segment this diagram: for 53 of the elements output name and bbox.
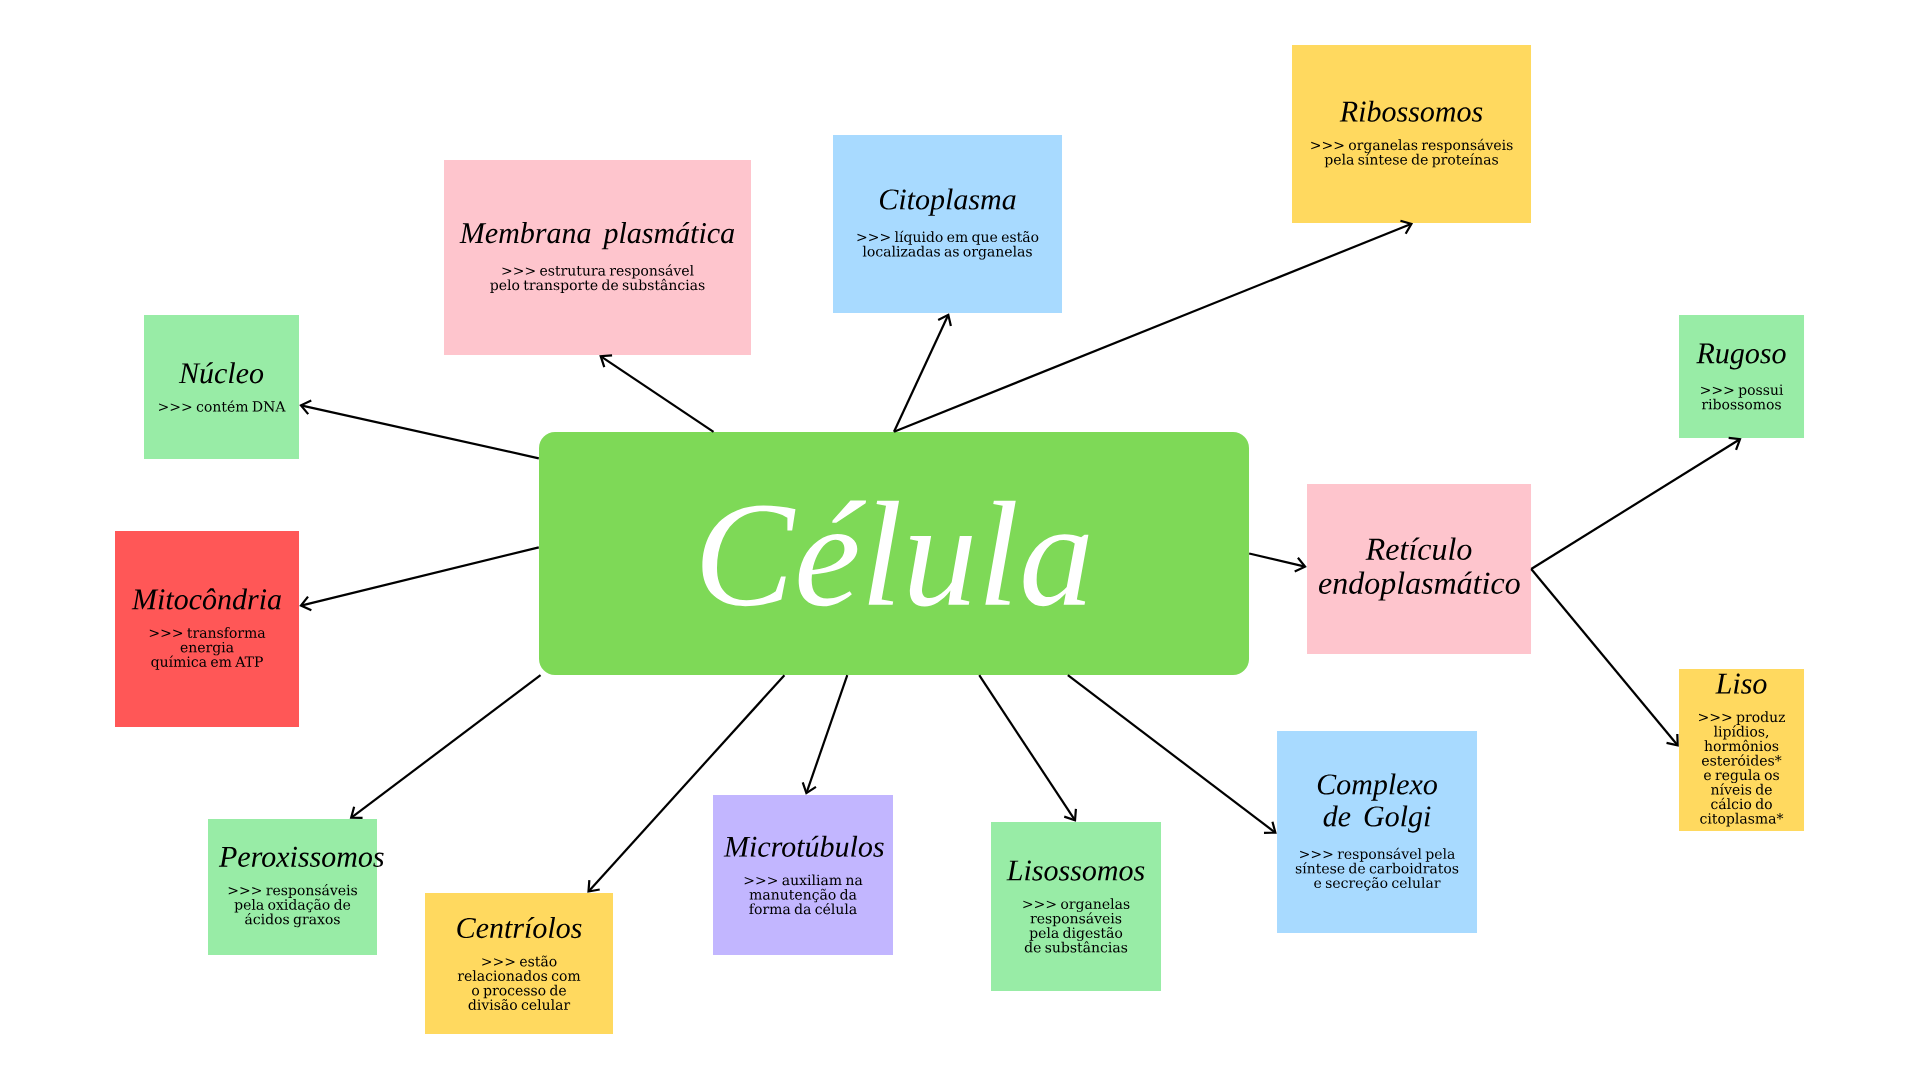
note-box bbox=[115, 531, 299, 727]
arrow bbox=[1248, 552, 1307, 573]
arrow bbox=[299, 546, 540, 612]
box-title: Complexo de Golgi bbox=[1317, 773, 1437, 833]
description: >>> estrutura responsável pelo transporte de substâncias bbox=[490, 264, 705, 293]
note-box bbox=[833, 135, 1062, 313]
note-box bbox=[713, 795, 893, 955]
arrow bbox=[1067, 674, 1277, 834]
description: >>> responsável pela síntese de carboidratos e secreção celular bbox=[1295, 847, 1459, 891]
description: >>> estão relacionados com o processo de divisão celular bbox=[457, 955, 581, 1011]
box-title: Mitocôndria bbox=[131, 588, 281, 610]
arrow bbox=[299, 399, 540, 460]
note-box bbox=[208, 819, 384, 955]
arrow bbox=[1530, 436, 1742, 570]
description: >>> produz lipídios, hormônios esteróides* e regula os níveis de cálcio do citoplasma* bbox=[1699, 711, 1785, 827]
box-title: Liso bbox=[1715, 673, 1767, 694]
note-box bbox=[1679, 315, 1804, 438]
description: >>> auxiliam na manutenção da forma da célula bbox=[744, 874, 863, 915]
box-title: Núcleo bbox=[178, 362, 264, 384]
arrow bbox=[801, 674, 849, 795]
box-title: Peroxissomos bbox=[218, 846, 384, 867]
box-title: Microtúbulos bbox=[723, 835, 884, 857]
box-title: Ribossomos bbox=[1339, 100, 1483, 122]
title-box bbox=[539, 432, 1249, 675]
arrow bbox=[1530, 568, 1679, 747]
note-box bbox=[1292, 45, 1531, 223]
arrow bbox=[893, 219, 1414, 433]
description: >>> transforma energia química em ATP bbox=[149, 627, 266, 670]
note-box bbox=[1277, 731, 1477, 933]
description: >>> possui ribossomos bbox=[1701, 384, 1784, 410]
box-title: Citoplasma bbox=[880, 188, 1016, 216]
note-box bbox=[1307, 484, 1531, 654]
box-title: Membrana plasmática bbox=[459, 222, 734, 250]
box-title: Retículo endoplasmático bbox=[1319, 537, 1520, 601]
box-title: Centríolos bbox=[457, 917, 582, 939]
heading: Célula bbox=[702, 500, 1089, 607]
arrow bbox=[893, 313, 952, 433]
note-box bbox=[425, 893, 613, 1034]
note-box bbox=[1679, 669, 1804, 831]
note-box bbox=[444, 160, 751, 355]
description: >>> líquido em que estão localizadas as organelas bbox=[857, 230, 1039, 260]
arrow bbox=[587, 674, 786, 893]
note-box bbox=[144, 315, 299, 459]
arrow bbox=[599, 354, 715, 433]
box-title: Lisossomos bbox=[1006, 860, 1145, 881]
arrow bbox=[978, 674, 1077, 822]
box-title: Rugoso bbox=[1696, 343, 1786, 370]
description: >>> responsáveis pela oxidação de ácidos graxos bbox=[228, 883, 357, 928]
description: >>> organelas responsáveis pela digestão de substâncias bbox=[1023, 898, 1130, 953]
description: >>> contém DNA bbox=[159, 400, 286, 412]
note-box bbox=[991, 822, 1161, 991]
description: >>> organelas responsáveis pela síntese de proteínas bbox=[1311, 138, 1513, 168]
arrow bbox=[349, 674, 542, 819]
